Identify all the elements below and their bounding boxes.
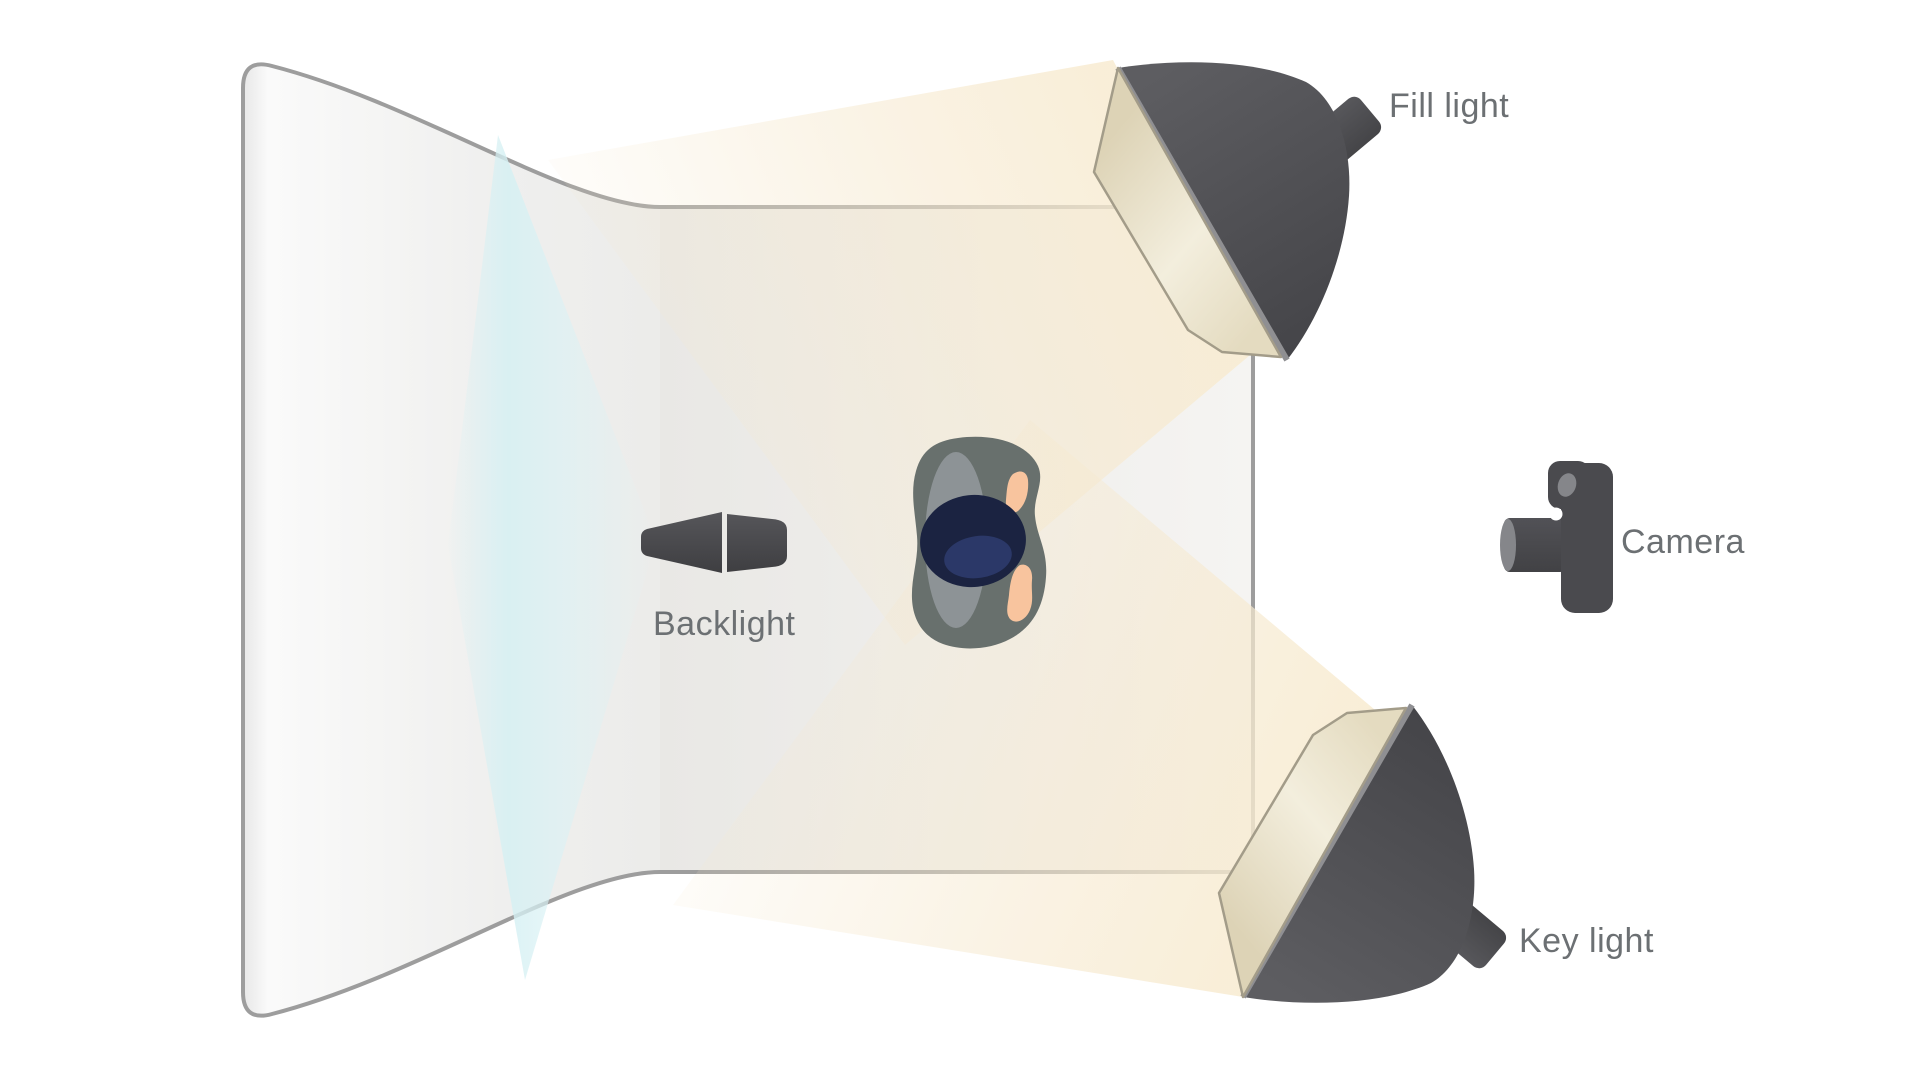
camera-icon — [1500, 461, 1613, 613]
subject-ear-top — [1005, 471, 1029, 513]
camera-viewfinder-eye — [1557, 473, 1577, 497]
subject-person-figure — [911, 436, 1047, 649]
key-light-beam — [673, 420, 1387, 997]
camera-body — [1561, 463, 1613, 613]
backlight-beam — [448, 135, 652, 980]
subject-ear-bottom — [1007, 564, 1033, 622]
fill-light-beam — [548, 60, 1262, 645]
camera-body-notch — [1549, 507, 1563, 521]
softbox-diffuser — [1092, 66, 1283, 359]
backlight-cone — [641, 512, 722, 573]
camera-label: Camera — [1621, 523, 1745, 561]
backlight-label: Backlight — [653, 605, 796, 643]
subject-face-highlight — [944, 535, 1012, 579]
backlight-spotlight-icon — [641, 512, 787, 573]
fill-light-label: Fill light — [1389, 87, 1510, 125]
key-light-label: Key light — [1519, 922, 1654, 960]
camera-lens-cap — [1500, 519, 1516, 571]
fill-light-softbox-icon — [1092, 62, 1382, 362]
camera-lens — [1504, 518, 1566, 572]
softbox-dome — [1118, 62, 1350, 361]
backlight-body — [727, 514, 787, 572]
